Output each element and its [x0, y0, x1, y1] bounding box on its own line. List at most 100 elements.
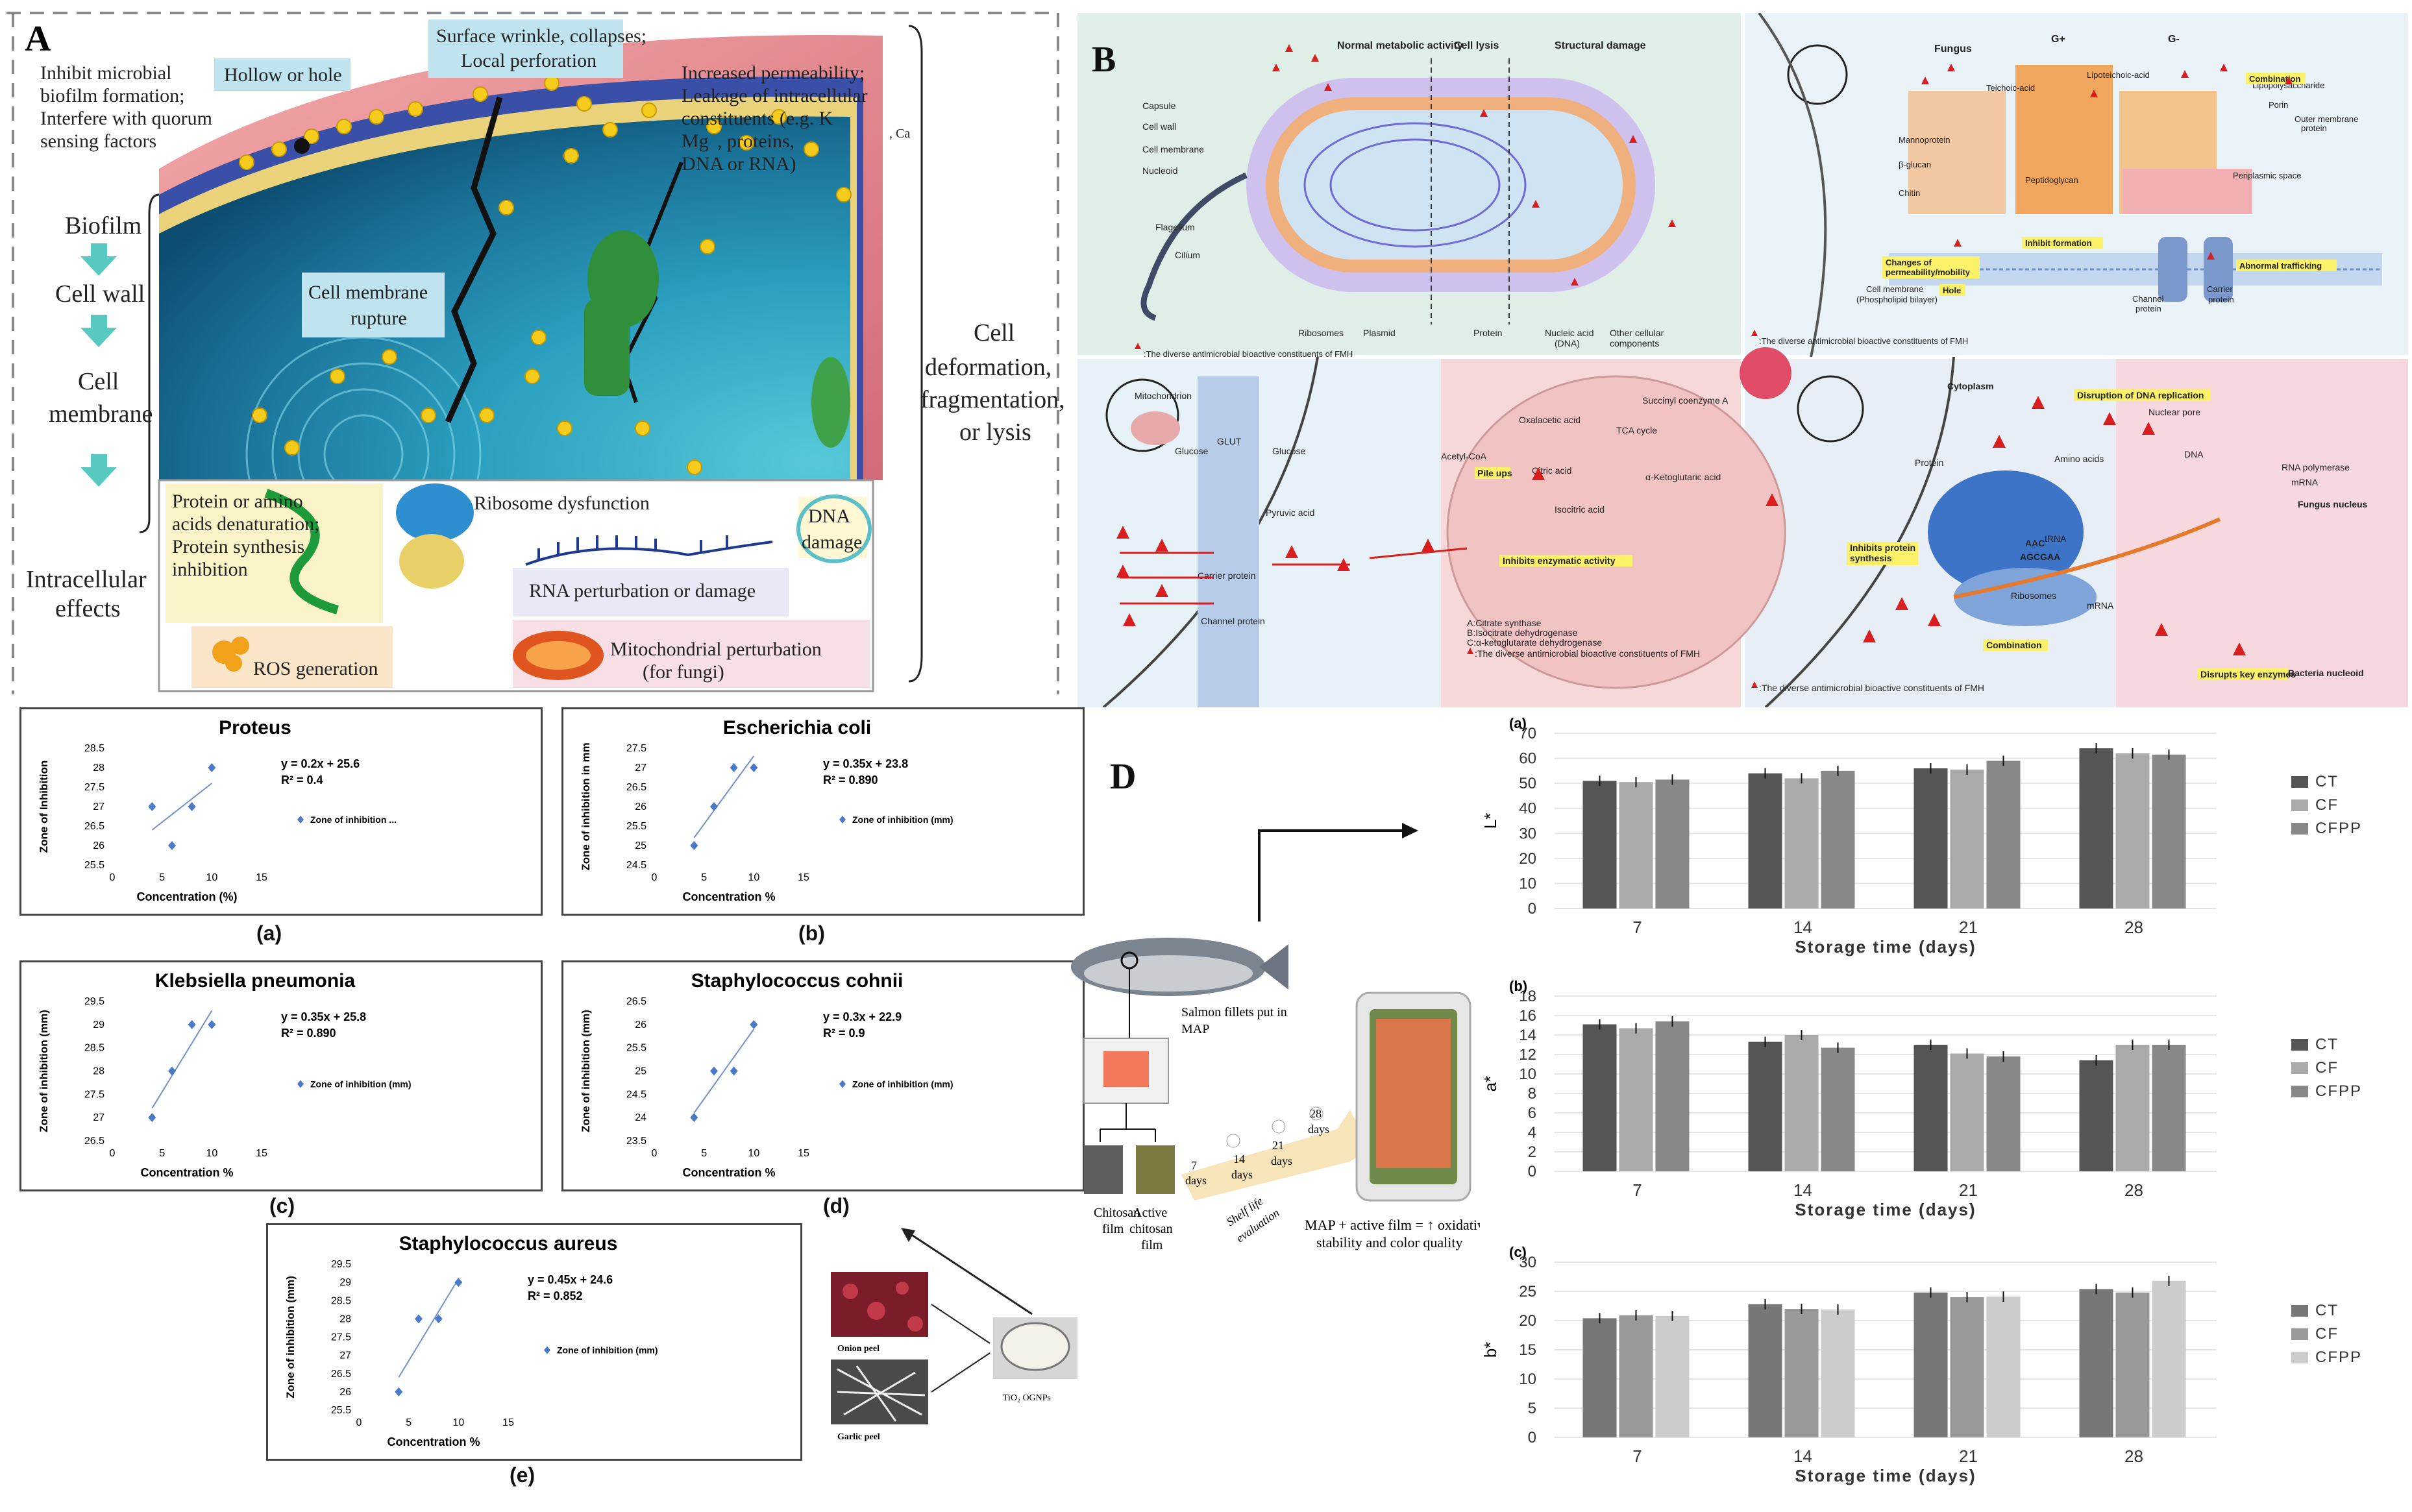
data-point [434, 1314, 443, 1324]
bar-cfpp [1986, 761, 2021, 908]
y-tick-label: 26.5 [84, 1136, 105, 1147]
protein-label: Protein or amino [172, 491, 303, 512]
svg-text:film: film [1102, 1222, 1124, 1236]
arrow-to-chart-icon [901, 1228, 915, 1242]
svg-text:days: days [1271, 1154, 1292, 1167]
legend-swatch [2291, 1062, 2308, 1074]
data-point [395, 1387, 403, 1396]
svg-text:Chitin: Chitin [1899, 188, 1920, 198]
mrna-strand [1953, 517, 2221, 599]
bar-cf [1950, 1297, 1984, 1437]
svg-text:Citric acid: Citric acid [1532, 465, 1571, 476]
y-tick-label: 10 [1519, 1371, 1536, 1388]
y-tick-label: 14 [1519, 1027, 1536, 1044]
caption-c-e: (e) [510, 1463, 535, 1487]
y-tick-label: 24 [635, 1112, 646, 1123]
legend-label: CT [2315, 773, 2339, 790]
protein-ribbon-icon [264, 489, 339, 615]
data-point [730, 763, 738, 772]
y-tick-label: 20 [1519, 850, 1536, 868]
legend-swatch [2291, 1328, 2308, 1340]
svg-text:days: days [1308, 1123, 1329, 1136]
legend-label: CFPP [2315, 820, 2362, 837]
arrow-right-icon [1402, 823, 1418, 838]
data-point [208, 763, 216, 772]
wrinkle-box [428, 19, 623, 78]
equation-label: y = 0.3x + 22.9 [823, 1010, 902, 1023]
panel-b-illustration: Normal metabolic activity Cell lysis Str… [1077, 12, 2408, 709]
y-axis-label: Zone of inhibition (mm) [580, 1010, 592, 1132]
svg-text:AAC: AAC [2025, 538, 2045, 548]
y-tick-label: 28.5 [331, 1295, 351, 1306]
y-tick-label: 20 [1519, 1312, 1536, 1330]
legend-swatch [2291, 799, 2308, 811]
svg-text:components: components [1610, 338, 1659, 348]
rna-strand-icon [525, 535, 773, 566]
bar-cfpp [1655, 1021, 1690, 1171]
q3-red-arrows [1120, 547, 1468, 605]
svg-text:rupture: rupture [351, 308, 407, 329]
bar-cfpp [1821, 770, 1855, 908]
svg-text:Outer membrane: Outer membrane [2295, 114, 2358, 124]
y-axis-label: a* [1481, 1076, 1500, 1092]
svg-text:days: days [1231, 1168, 1253, 1181]
svg-text:Chitosan: Chitosan [1094, 1206, 1140, 1220]
legend-marker [297, 1080, 304, 1088]
ribosome-label: Ribosome dysfunction [474, 493, 650, 514]
wrinkle-label: Surface wrinkle, collapses; [436, 25, 646, 47]
bar-ct [1914, 1292, 1948, 1437]
svg-text:biofilm formation;: biofilm formation; [40, 85, 184, 106]
x-tick-label: 10 [748, 872, 759, 883]
bar-ct [1582, 781, 1617, 908]
bar-cfpp [1821, 1047, 1855, 1171]
x-tick-label: 28 [2124, 918, 2143, 937]
y-tick-label: 29.5 [331, 1259, 351, 1270]
legend-marker [544, 1346, 550, 1354]
svg-text:film: film [1141, 1238, 1163, 1252]
r2-label: R² = 0.890 [823, 774, 878, 786]
y-tick-label: 24.5 [626, 860, 646, 871]
svg-text:Changes of: Changes of [1886, 258, 1932, 267]
svg-text:inhibition: inhibition [172, 559, 248, 580]
ribosome-large [1928, 470, 2084, 594]
x-tick-label: 10 [452, 1417, 464, 1428]
layer-intracellular: Intracellular [26, 566, 147, 593]
cell-wall-layers [1908, 65, 2252, 214]
svg-text:Cell membrane: Cell membrane [1142, 144, 1204, 154]
y-tick-label: 8 [1528, 1085, 1536, 1103]
q3-membrane [1198, 376, 1259, 707]
data-point [188, 1019, 196, 1029]
rupture-label: Cell membrane [308, 282, 428, 303]
svg-text:protein: protein [2208, 295, 2234, 304]
x-tick-label: 21 [1959, 918, 1978, 937]
svg-text:Succinyl coenzyme A: Succinyl coenzyme A [1642, 395, 1729, 406]
bar-cfpp [1655, 1315, 1690, 1437]
x-axis-label: Concentration % [387, 1435, 480, 1448]
layer-cell-wall: Cell wall [55, 280, 145, 308]
rna-label: RNA perturbation or damage [529, 580, 756, 602]
svg-text:(Phospholipid bilayer): (Phospholipid bilayer) [1856, 295, 1938, 304]
bar-cf [1950, 1053, 1984, 1171]
q2-header-gminus: G- [2168, 34, 2180, 45]
y-tick-label: 27 [93, 1112, 105, 1123]
svg-text:Inhibits protein: Inhibits protein [1850, 543, 1915, 553]
data-point [168, 1066, 176, 1076]
caption-c-a: (a) [256, 921, 282, 945]
svg-text:damage: damage [802, 531, 862, 553]
svg-text:Nuclear pore: Nuclear pore [2148, 407, 2200, 417]
svg-text:Ribosomes: Ribosomes [2011, 591, 2056, 601]
y-tick-label: 27 [93, 801, 105, 812]
legend-label: CF [2315, 796, 2339, 814]
q2-triangles [1751, 64, 2293, 336]
svg-text:α-Ketoglutaric acid: α-Ketoglutaric acid [1645, 472, 1721, 482]
q4-zoom-circle [1797, 375, 1864, 443]
chart-title: Escherichia coli [723, 717, 871, 738]
y-tick-label: 28.5 [84, 743, 105, 754]
y-axis-label: L* [1481, 813, 1500, 829]
q3-zoom-circle [1105, 378, 1179, 452]
svg-text:sensing factors: sensing factors [40, 130, 156, 152]
